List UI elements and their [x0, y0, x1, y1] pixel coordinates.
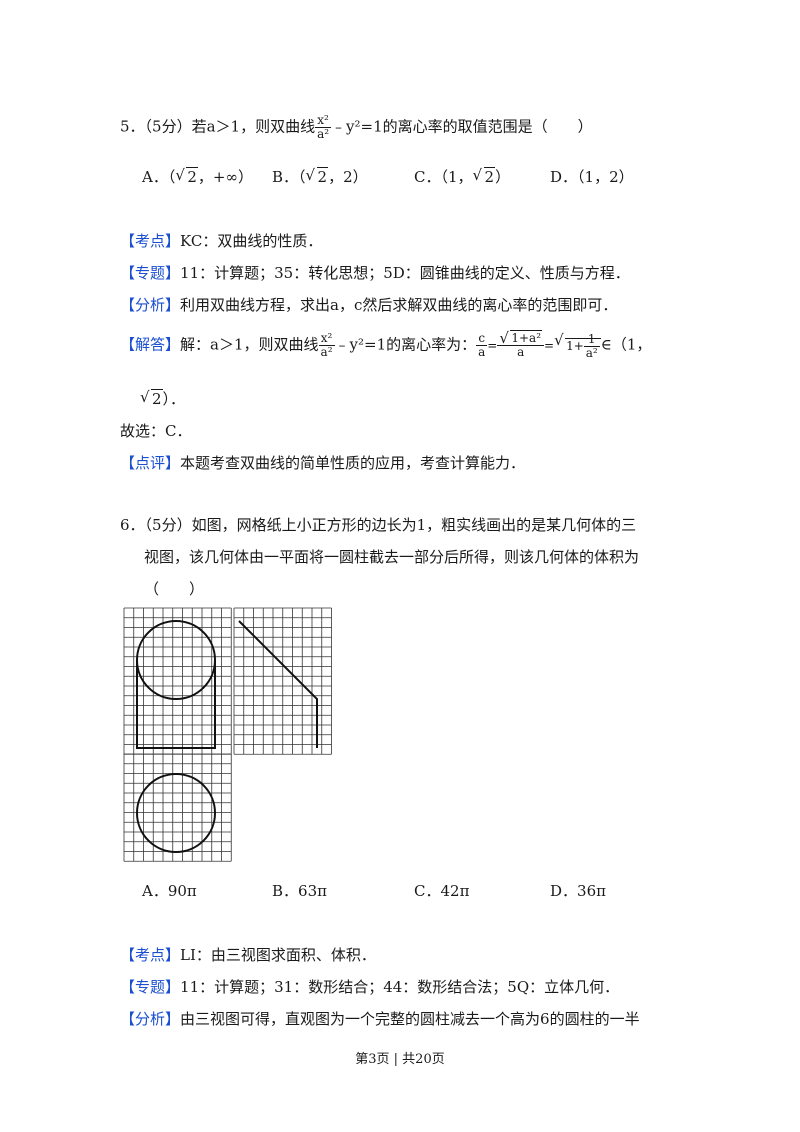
jieda-rad2-a: 1+: [566, 338, 584, 353]
q5-jieda: 【解答】解：a＞1，则双曲线x²a²﹣y²=1的离心率为：ca=1+a²a=1+…: [120, 330, 652, 360]
q5-jieda-line2: 2）．: [140, 388, 185, 409]
dianping-text: 本题考查双曲线的简单性质的应用，考查计算能力．: [180, 454, 526, 472]
fenxi-text: 利用双曲线方程，求出a，c然后求解双曲线的离心率的范围即可．: [180, 296, 618, 314]
sqrt-symbol: 2: [175, 166, 198, 186]
jieda-eq2: =: [544, 338, 555, 353]
fenxi-tag: 分析: [135, 1010, 166, 1028]
jieda-line2-rad: 2: [151, 389, 163, 408]
q5-option-c-radicand: 2: [483, 167, 496, 186]
front-view-outline: [136, 660, 216, 749]
q5-option-d-label: D．（1，2）: [550, 168, 634, 186]
zhuanti-text: 11：计算题；35：转化思想；5D：圆锥曲线的定义、性质与方程．: [180, 264, 630, 282]
top-view-circle: [136, 773, 216, 853]
q5-option-c-tail: ）: [495, 168, 511, 186]
q5-stem-prefix: 5．（5分）若a＞1，则双曲线: [120, 117, 316, 136]
q5-guxuan: 故选：C．: [120, 422, 192, 440]
jieda-mid: ﹣y²=1的离心率为：: [334, 335, 477, 354]
side-view-grid: [233, 607, 332, 755]
jieda-a-den: a: [517, 345, 525, 360]
sqrt-symbol: 2: [140, 388, 163, 408]
jieda-tag: 解答: [135, 335, 166, 354]
zhuanti-tag: 专题: [135, 264, 166, 282]
three-view-figure: [123, 607, 332, 862]
side-view-cut-line: [238, 620, 318, 748]
kaodian-text: LI：由三视图求面积、体积．: [180, 946, 376, 964]
sqrt-symbol: 2: [306, 166, 329, 186]
fenxi-tag: 分析: [135, 296, 166, 314]
page-footer: 第3页 | 共20页: [355, 1052, 445, 1067]
q6-option-d: D．36π: [550, 882, 606, 900]
jieda-a: a: [478, 345, 486, 360]
kaodian-tag: 考点: [135, 232, 166, 250]
jieda-rad1: 1+a²: [510, 330, 542, 345]
sqrt-symbol: 1+1a²: [554, 330, 601, 360]
q5-option-b-tail: ，2）: [328, 168, 368, 186]
jieda-frac-num: x²: [318, 331, 335, 347]
front-view-circle: [136, 620, 216, 700]
q5-dianping: 【点评】本题考查双曲线的简单性质的应用，考查计算能力．: [120, 454, 526, 472]
q5-option-a-radicand: 2: [186, 167, 198, 186]
q5-option-a: A．（ 2，+∞）: [142, 166, 253, 187]
q5-fenxi: 【分析】利用双曲线方程，求出a，c然后求解双曲线的离心率的范围即可．: [120, 296, 618, 314]
q5-frac-den: a²: [317, 127, 330, 142]
jieda-prefix: 解：a＞1，则双曲线: [180, 335, 319, 354]
q6-option-c: C．42π: [414, 882, 470, 900]
sqrt-symbol: 1+a²: [499, 330, 542, 347]
kaodian-tag: 考点: [135, 946, 166, 964]
q5-option-b-radicand: 2: [316, 167, 329, 186]
q5-option-c: C．（1， 2）: [414, 166, 510, 187]
jieda-eq1: =: [487, 338, 498, 353]
q5-zhuanti: 【专题】11：计算题；35：转化思想；5D：圆锥曲线的定义、性质与方程．: [120, 264, 630, 282]
q6-line1: 6．（5分）如图，网格纸上小正方形的边长为1，粗实线画出的是某几何体的三: [120, 516, 637, 534]
jieda-fraction-root: 1+a²a: [497, 330, 544, 360]
q6-option-b: B．63π: [272, 882, 327, 900]
jieda-c: c: [476, 331, 488, 347]
q6-line2: 视图，该几何体由一平面将一圆柱截去一部分后所得，则该几何体的体积为: [144, 548, 640, 566]
dianping-tag: 点评: [135, 454, 166, 472]
jieda-inner-den: a²: [585, 345, 598, 360]
q5-option-b: B．（ 2，2）: [272, 166, 368, 187]
q5-stem-suffix: ﹣y²=1的离心率的取值范围是（ ）: [331, 117, 593, 136]
q5-option-b-label: B．（: [272, 168, 306, 186]
sqrt-symbol: 2: [473, 166, 496, 186]
q5-option-a-label: A．（: [142, 168, 176, 186]
q5-option-a-tail: ，+∞）: [197, 168, 253, 186]
q6-kaodian: 【考点】LI：由三视图求面积、体积．: [120, 946, 376, 964]
zhuanti-tag: 专题: [135, 978, 166, 996]
zhuanti-text: 11：计算题；31：数形结合；44：数形结合法；5Q：立体几何．: [180, 978, 620, 996]
top-view-grid: [123, 753, 232, 862]
q6-line3: （ ）: [144, 580, 205, 598]
kaodian-text: KC：双曲线的性质．: [180, 232, 323, 250]
jieda-inner-num: 1: [583, 332, 600, 347]
q5-option-d: D．（1，2）: [550, 166, 634, 187]
front-view-grid: [123, 607, 232, 755]
q6-zhuanti: 【专题】11：计算题；31：数形结合；44：数形结合法；5Q：立体几何．: [120, 978, 620, 996]
q6-option-a: A．90π: [142, 882, 197, 900]
jieda-line2-tail: ）．: [162, 390, 186, 408]
q5-kaodian: 【考点】KC：双曲线的性质．: [120, 232, 323, 250]
q5-option-c-label: C．（1，: [414, 168, 473, 186]
fenxi-text: 由三视图可得，直观图为一个完整的圆柱减去一个高为6的圆柱的一半: [180, 1010, 640, 1028]
jieda-tail: ∈（1，: [600, 335, 652, 354]
q5-frac-num: x²: [315, 113, 332, 129]
q6-fenxi: 【分析】由三视图可得，直观图为一个完整的圆柱减去一个高为6的圆柱的一半: [120, 1010, 640, 1028]
jieda-frac-den: a²: [320, 345, 333, 360]
